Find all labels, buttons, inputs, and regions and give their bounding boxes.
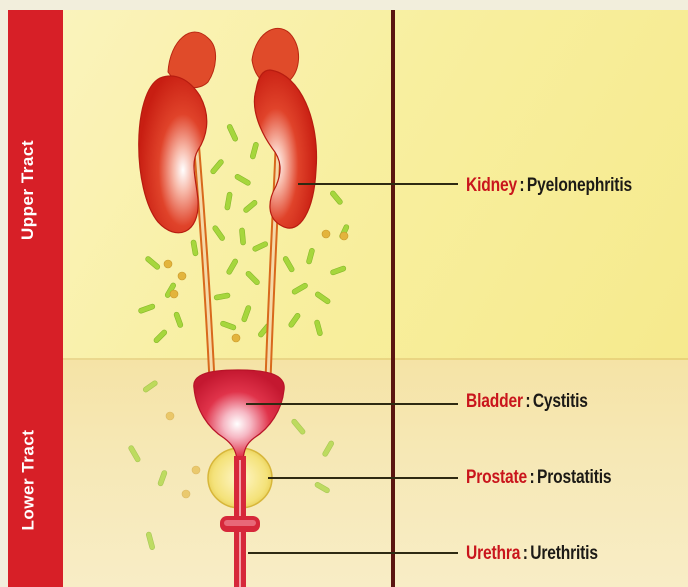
bacterium	[314, 481, 330, 493]
bacterium	[191, 240, 199, 257]
bladder-organ-name: Bladder	[466, 391, 523, 412]
urethra-disease-name: Urethritis	[530, 543, 598, 564]
coccus	[166, 412, 174, 420]
bacterium	[146, 532, 155, 551]
kidney-label: Kidney:Pyelonephritis	[466, 175, 632, 197]
prostate-separator: :	[527, 467, 537, 488]
bacterium	[214, 293, 231, 301]
bacterium	[145, 256, 161, 271]
bacterium	[153, 329, 168, 344]
prostate-disease-name: Prostatitis	[537, 467, 611, 488]
bladder-label: Bladder:Cystitis	[466, 391, 588, 413]
bacterium	[210, 159, 225, 175]
bacterium	[224, 192, 232, 211]
bacterium	[314, 319, 323, 336]
kidney-organ-name: Kidney	[466, 175, 517, 196]
bacterium	[212, 225, 226, 242]
coccus	[170, 290, 178, 298]
coccus	[178, 272, 186, 280]
pointer-lines	[246, 184, 458, 553]
bacterium	[243, 199, 258, 213]
kidney-separator: :	[517, 175, 527, 196]
bacterium	[220, 320, 237, 330]
coccus	[340, 232, 348, 240]
bacterium	[157, 470, 167, 487]
coccus	[182, 490, 190, 498]
bladder-disease-name: Cystitis	[533, 391, 588, 412]
bacterium	[282, 256, 295, 273]
bacterium	[291, 282, 308, 295]
bacterium	[226, 124, 238, 142]
bacterium	[252, 241, 269, 252]
bacterium	[330, 265, 347, 275]
coccus	[164, 260, 172, 268]
coccus	[232, 334, 240, 342]
prostate-label: Prostate:Prostatitis	[466, 467, 611, 489]
bacterium	[138, 303, 156, 314]
bacterium	[245, 270, 261, 286]
left-kidney	[139, 76, 207, 233]
prostate-organ-name: Prostate	[466, 467, 527, 488]
coccus	[322, 230, 330, 238]
bacterium	[142, 380, 158, 393]
urethra-label: Urethra:Urethritis	[466, 543, 598, 565]
bacterium	[322, 440, 335, 457]
bacterium	[314, 291, 331, 305]
bacterium	[291, 418, 306, 435]
bladder-separator: :	[523, 391, 533, 412]
right-kidney	[254, 70, 316, 228]
bacterium	[226, 258, 239, 275]
bacterium	[306, 248, 315, 265]
bacterium	[173, 311, 183, 328]
bacterium	[241, 305, 252, 323]
bacterium	[250, 142, 259, 160]
urethra-organ-name: Urethra	[466, 543, 520, 564]
bacterium	[128, 445, 141, 463]
bacterium	[329, 190, 343, 205]
coccus	[192, 466, 200, 474]
bladder	[194, 370, 284, 460]
urethra-separator: :	[520, 543, 530, 564]
bacterium	[288, 312, 301, 328]
bacterium	[234, 173, 251, 186]
bacterium	[239, 228, 245, 245]
kidney-disease-name: Pyelonephritis	[527, 175, 632, 196]
